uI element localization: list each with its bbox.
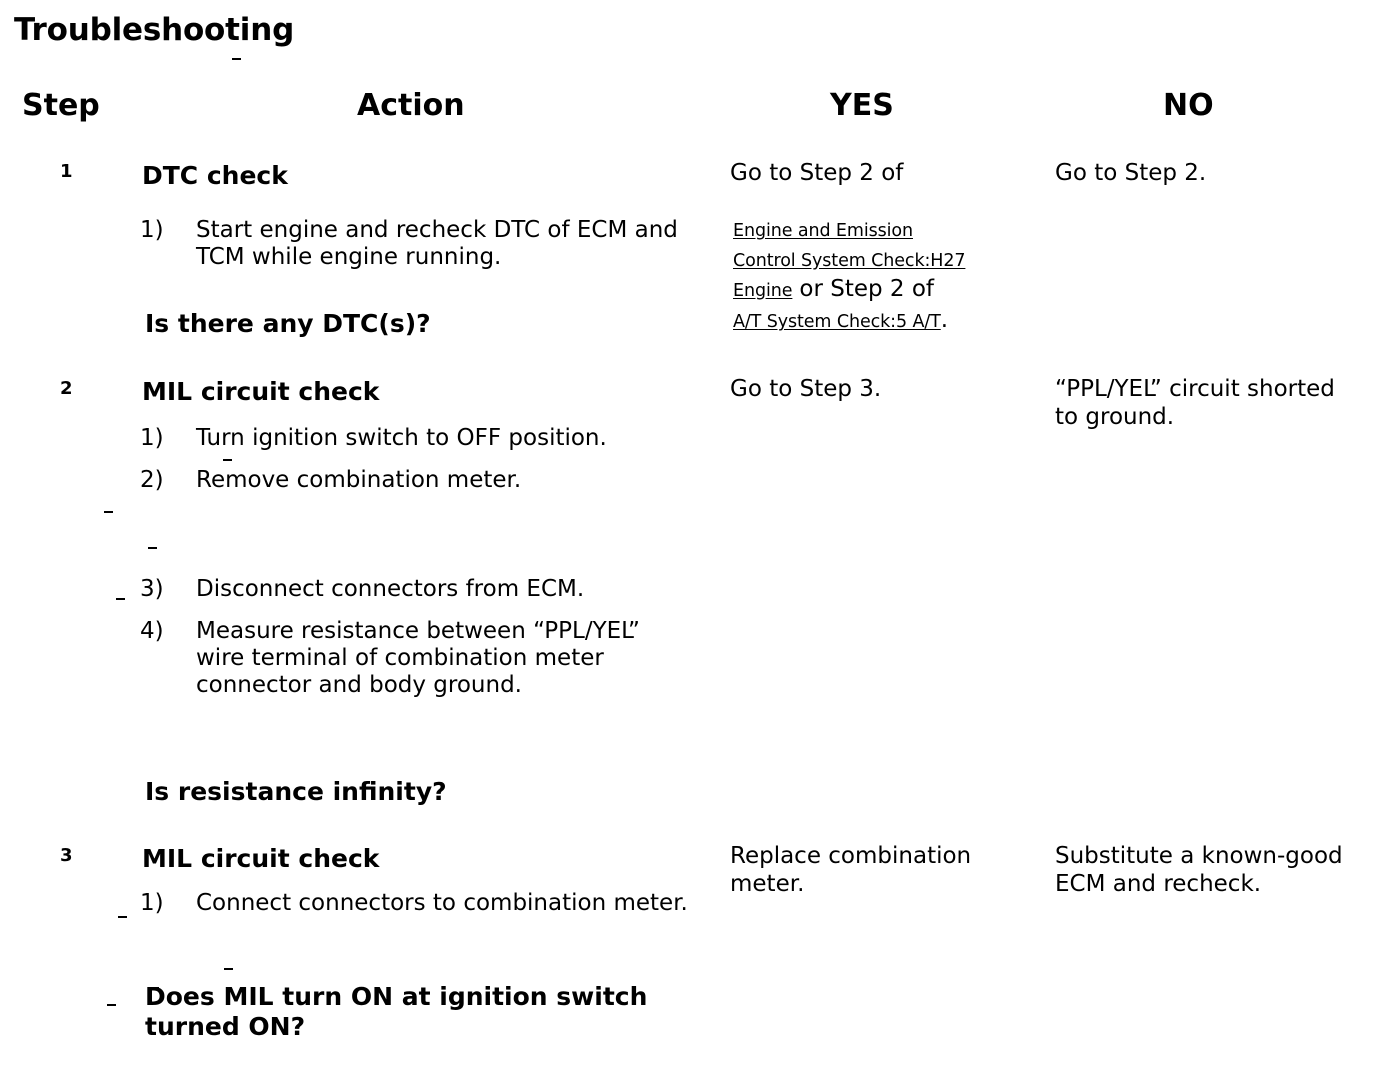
action-item: 1) Turn ignition switch to OFF position. [140, 425, 740, 452]
action-item: 1) Start engine and recheck DTC of ECM a… [140, 217, 715, 271]
scan-artifact [118, 916, 127, 918]
reference-link-engine-emission-2[interactable]: Control System Check:H27 [733, 250, 966, 271]
action-question: Is resistance infinity? [145, 777, 447, 806]
no-result-text: Go to Step 2. [1055, 160, 1207, 186]
action-item: 1) Connect connectors to combination met… [140, 890, 710, 917]
scan-artifact [107, 1004, 116, 1006]
action-item-marker: 1) [140, 890, 164, 916]
action-item-marker: 3) [140, 576, 164, 602]
yes-reference-block: Engine and Emission Control System Check… [733, 215, 1063, 335]
action-item-marker: 1) [140, 425, 164, 451]
scan-artifact [150, 987, 159, 989]
yes-result-text: Go to Step 2 of [730, 160, 904, 186]
no-result-text: Substitute a known-good ECM and recheck. [1055, 843, 1343, 897]
scan-artifact [104, 511, 113, 513]
page-title: Troubleshooting [14, 12, 295, 48]
reference-period: . [940, 307, 949, 334]
action-item-text: Disconnect connectors from ECM. [196, 576, 585, 602]
action-question: Does MIL turn ON at ignition switch turn… [145, 982, 648, 1041]
no-result-text: “PPL/YEL” circuit shorted to ground. [1055, 376, 1335, 430]
reference-link-at-system-check[interactable]: A/T System Check:5 A/T [733, 312, 941, 333]
column-header-step: Step [22, 88, 100, 123]
action-item: 3) Disconnect connectors from ECM. [140, 576, 740, 603]
scan-artifact [232, 58, 241, 60]
scan-artifact [223, 459, 232, 461]
action-item: 2) Remove combination meter. [140, 467, 740, 494]
column-header-action: Action [357, 88, 465, 123]
action-item-marker: 4) [140, 618, 164, 644]
reference-conjunction: or Step 2 of [799, 275, 935, 302]
column-header-yes: YES [830, 88, 894, 123]
action-title: MIL circuit check [142, 377, 380, 406]
action-item-text: Turn ignition switch to OFF position. [196, 425, 607, 451]
action-item-text: Start engine and recheck DTC of ECM and … [196, 217, 678, 271]
action-item-text: Connect connectors to combination meter. [196, 890, 688, 916]
yes-result-text: Replace combination meter. [730, 843, 972, 897]
action-item-marker: 1) [140, 217, 164, 243]
scan-artifact [116, 598, 125, 600]
reference-link-engine-emission-1[interactable]: Engine and Emission [733, 221, 913, 241]
step-number: 2 [60, 378, 73, 399]
yes-result-text: Go to Step 3. [730, 376, 882, 402]
step-number: 1 [60, 161, 73, 182]
action-item-marker: 2) [140, 467, 164, 493]
action-title: DTC check [142, 161, 288, 190]
scan-artifact [224, 968, 233, 970]
reference-link-engine[interactable]: Engine [733, 280, 793, 301]
column-header-no: NO [1163, 88, 1214, 123]
step-number: 3 [60, 845, 73, 866]
scan-artifact [148, 547, 157, 549]
action-item-text: Measure resistance between “PPL/YEL” wir… [196, 618, 640, 699]
action-question: Is there any DTC(s)? [145, 309, 431, 338]
action-title: MIL circuit check [142, 844, 380, 873]
action-item-text: Remove combination meter. [196, 467, 522, 493]
action-item: 4) Measure resistance between “PPL/YEL” … [140, 618, 690, 699]
